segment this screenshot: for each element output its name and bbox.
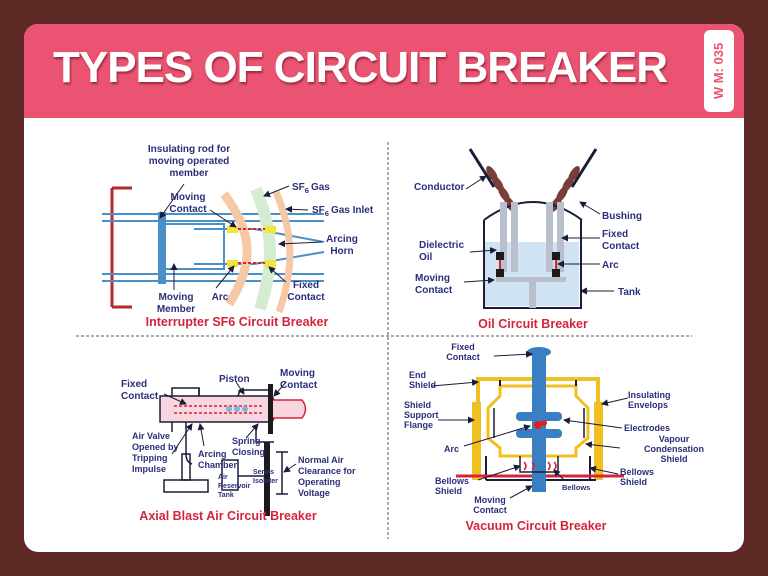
- label-fixed-contact: Contact: [121, 391, 159, 402]
- air-blast-breaker-drawing: [159, 381, 307, 516]
- sf6-labels: Insulating rod for moving operated membe…: [146, 144, 374, 329]
- title-banner: TYPES OF CIRCUIT BREAKER W M: 035: [24, 24, 744, 118]
- label-moving-contact: Contact: [169, 204, 207, 215]
- label-bellows-shield-right: Shield: [620, 477, 647, 487]
- circuit-breaker-diagram: Insulating rod for moving operated membe…: [76, 142, 704, 539]
- label-fixed-contact: Fixed: [451, 342, 475, 352]
- label-arc: Arc: [602, 260, 619, 271]
- label-shield-support-flange: Flange: [404, 420, 433, 430]
- label-moving-contact: Moving: [280, 368, 315, 379]
- label-normal-air: Voltage: [298, 488, 330, 498]
- label-shield-support-flange: Shield: [404, 400, 431, 410]
- label-dielectric-oil: Dielectric: [419, 240, 464, 251]
- label-shield-support-flange: Support: [404, 410, 439, 420]
- vacuum-breaker-drawing: [431, 347, 629, 499]
- label-moving-member: Member: [157, 304, 195, 315]
- label-conductor: Conductor: [414, 182, 465, 193]
- label-fixed-contact: Fixed: [602, 229, 628, 240]
- label-insulating-rod: Insulating rod for: [148, 144, 230, 155]
- vacuum-labels: Fixed Contact End Shield Insulating Enve…: [404, 342, 704, 533]
- caption-oil: Oil Circuit Breaker: [478, 317, 588, 331]
- label-series-isolater: Series: [253, 469, 274, 476]
- label-spring-closing: Spring: [232, 436, 261, 446]
- label-insulating-rod: moving operated: [149, 156, 230, 167]
- label-moving-contact: Contact: [473, 505, 507, 515]
- label-electrodes: Electrodes: [624, 423, 670, 433]
- label-moving-contact: Contact: [415, 285, 453, 296]
- label-arcing-chamber: Chamber: [198, 460, 238, 470]
- label-air-reservoir: Reservoir: [218, 483, 251, 490]
- label-air-reservoir: Air: [218, 474, 228, 481]
- label-end-shield: Shield: [409, 380, 436, 390]
- label-piston: Piston: [219, 374, 250, 385]
- label-vapour-condensation: Vapour: [659, 434, 690, 444]
- label-bushing: Bushing: [602, 211, 642, 222]
- label-fixed-contact: Fixed: [121, 379, 147, 390]
- label-air-valve: Tripping: [132, 453, 168, 463]
- label-moving-contact: Moving: [171, 192, 206, 203]
- caption-sf6: Interrupter SF6 Circuit Breaker: [146, 315, 329, 329]
- slide-title: TYPES OF CIRCUIT BREAKER: [52, 43, 668, 92]
- label-fixed-contact: Fixed: [293, 280, 319, 291]
- label-insulating-envelops: Insulating: [628, 390, 671, 400]
- label-normal-air: Clearance for: [298, 466, 356, 476]
- label-normal-air: Operating: [298, 477, 341, 487]
- label-arc: Arc: [212, 292, 229, 303]
- label-air-reservoir: Tank: [218, 492, 234, 499]
- label-air-valve: Impulse: [132, 464, 166, 474]
- caption-vacuum: Vacuum Circuit Breaker: [465, 519, 606, 533]
- label-moving-contact: Contact: [280, 380, 318, 391]
- label-fixed-contact: Contact: [602, 241, 640, 252]
- label-fixed-contact: Contact: [287, 292, 325, 303]
- label-vapour-condensation: Shield: [660, 454, 687, 464]
- label-moving-contact: Moving: [415, 273, 450, 284]
- oil-labels: Conductor Bushing Fixed Contact Dielectr…: [414, 182, 642, 331]
- label-arc: Arc: [444, 444, 459, 454]
- label-bellows-shield-left: Shield: [435, 486, 462, 496]
- label-arcing-horn: Arcing: [326, 234, 358, 245]
- label-tank: Tank: [618, 287, 641, 298]
- label-air-valve: Opened by: [132, 442, 179, 452]
- label-moving-contact: Moving: [474, 495, 506, 505]
- oil-breaker-drawing: [463, 148, 614, 309]
- caption-air-blast: Axial Blast Air Circuit Breaker: [139, 509, 317, 523]
- label-bellows-shield-left: Bellows: [435, 476, 469, 486]
- label-spring-closing: Closing: [232, 447, 265, 457]
- label-vapour-condensation: Condensation: [644, 444, 704, 454]
- label-normal-air: Normal Air: [298, 455, 344, 465]
- label-insulating-envelops: Envelops: [628, 400, 668, 410]
- sf6-breaker-drawing: [102, 183, 325, 314]
- label-series-isolater: Isolater: [253, 478, 278, 485]
- slide-card: TYPES OF CIRCUIT BREAKER W M: 035: [24, 24, 744, 552]
- label-dielectric-oil: Oil: [419, 252, 433, 263]
- label-arcing-horn: Horn: [330, 246, 353, 257]
- label-air-valve: Air Valve: [132, 431, 170, 441]
- label-end-shield: End: [409, 370, 426, 380]
- label-moving-member: Moving: [159, 292, 194, 303]
- label-arcing-chamber: Arcing: [198, 449, 227, 459]
- label-insulating-rod: member: [170, 168, 209, 179]
- air-blast-labels: Fixed Contact Piston Moving Contact Air …: [121, 368, 356, 523]
- label-bellows-shield-right: Bellows: [620, 467, 654, 477]
- slide-code-badge: W M: 035: [704, 30, 734, 112]
- label-fixed-contact: Contact: [446, 352, 480, 362]
- label-bellows: Bellows: [562, 483, 590, 492]
